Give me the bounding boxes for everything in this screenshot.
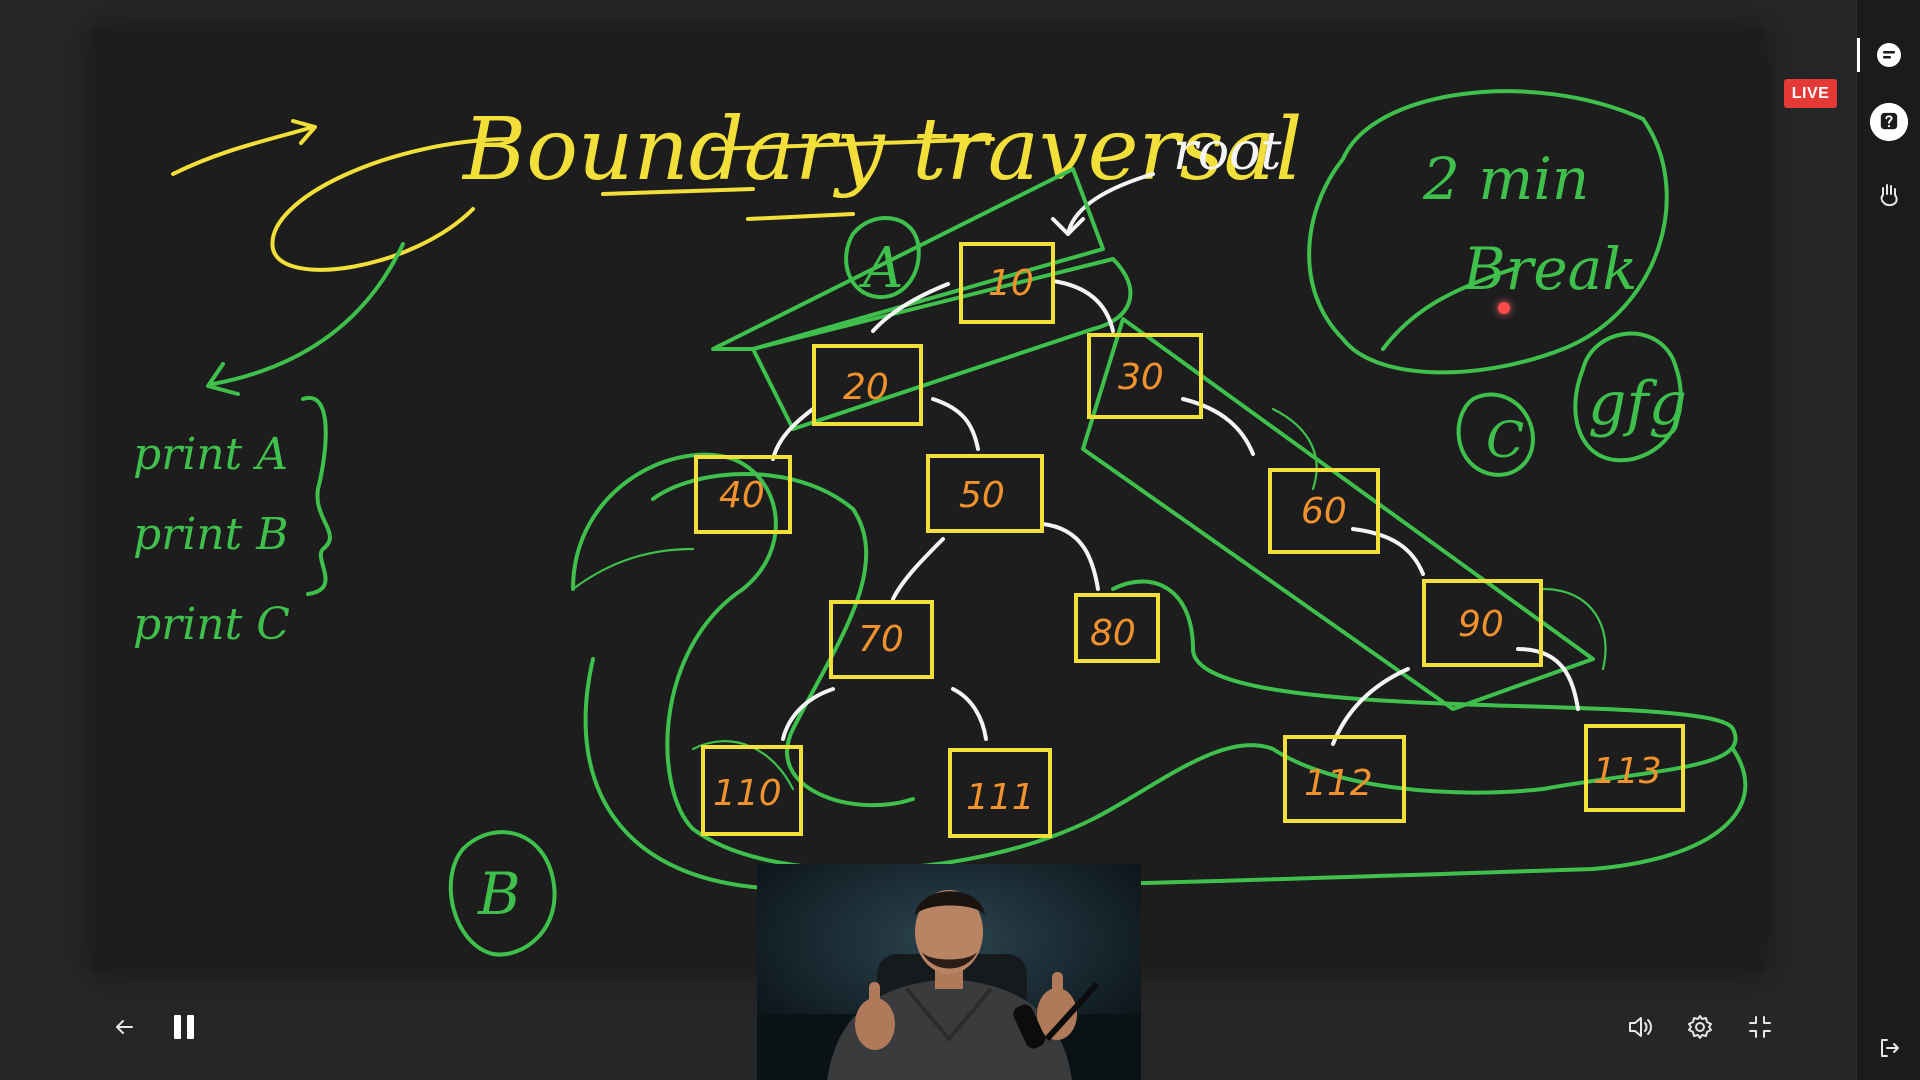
- a-circle: [844, 216, 921, 300]
- tree-node: 60: [1268, 468, 1380, 554]
- svg-text:60: 60: [1301, 491, 1347, 532]
- step-c: print C: [133, 599, 290, 650]
- svg-text:90: 90: [1458, 604, 1504, 645]
- whiteboard: Boundary traversal root 2 min Break gfg …: [93, 29, 1837, 971]
- svg-text:70: 70: [858, 619, 904, 660]
- gear-icon: [1688, 1015, 1712, 1039]
- label-b: B: [477, 860, 521, 928]
- video-stage: Boundary traversal root 2 min Break gfg …: [93, 29, 1837, 1080]
- exit-icon: [1881, 1039, 1899, 1057]
- svg-text:50: 50: [959, 475, 1005, 516]
- active-indicator: [1857, 38, 1860, 72]
- side-rail: [1856, 0, 1920, 1080]
- tree-node: 10: [959, 242, 1055, 324]
- gfg-note: gfg: [1588, 369, 1687, 439]
- gfg-circle: [1573, 331, 1683, 463]
- tree-node: 112: [1283, 735, 1406, 823]
- tree-node: 113: [1584, 724, 1685, 812]
- tree-node: 70: [829, 600, 934, 679]
- live-badge: LIVE: [1784, 79, 1837, 108]
- settings-button[interactable]: [1678, 1005, 1722, 1049]
- minimize-icon: [1749, 1016, 1771, 1038]
- title-text: Boundary traversal: [461, 100, 1303, 200]
- tree-node: 30: [1087, 333, 1203, 419]
- presenter-video: [757, 864, 1141, 1080]
- back-button[interactable]: [102, 1005, 146, 1049]
- steps-brace: [301, 395, 332, 596]
- svg-text:40: 40: [719, 475, 765, 516]
- c-circle: [1456, 392, 1535, 477]
- svg-text:111: 111: [966, 777, 1035, 818]
- label-a: A: [858, 236, 903, 301]
- break-note: 2 min Break: [1307, 89, 1669, 375]
- presenter-webcam: [757, 864, 1141, 1080]
- title-to-steps-arrow: [211, 242, 405, 386]
- whiteboard-drawing: Boundary traversal root 2 min Break gfg …: [133, 89, 1748, 957]
- svg-text:2 min: 2 min: [1422, 145, 1589, 213]
- svg-text:110: 110: [713, 773, 782, 814]
- doubts-button[interactable]: [1869, 102, 1909, 142]
- root-label: root: [1173, 122, 1281, 182]
- tree-nodes: 10 20 30 40 50 60 70 80 90 110 111 112 1…: [694, 242, 1685, 838]
- tree-node: 50: [926, 454, 1044, 533]
- pause-button[interactable]: [162, 1005, 206, 1049]
- tree-node: 110: [701, 745, 803, 836]
- tree-node: 80: [1074, 593, 1160, 663]
- laser-pointer: [1498, 302, 1510, 314]
- pause-icon: [174, 1015, 194, 1039]
- b-circle: [448, 830, 557, 957]
- exit-fullscreen-button[interactable]: [1738, 1005, 1782, 1049]
- tree-node: 40: [694, 455, 792, 534]
- svg-text:80: 80: [1090, 613, 1136, 654]
- title-annotation: [171, 119, 995, 272]
- tree-node: 20: [812, 344, 923, 426]
- root-arrow: [1066, 172, 1155, 236]
- step-b: print B: [133, 509, 289, 560]
- svg-text:10: 10: [988, 263, 1034, 304]
- svg-text:113: 113: [1593, 751, 1662, 792]
- tree-node: 111: [948, 748, 1052, 838]
- step-a: print A: [133, 429, 288, 480]
- svg-text:112: 112: [1304, 763, 1373, 804]
- question-icon: [1869, 102, 1909, 142]
- player-controls-left: [102, 1005, 222, 1049]
- raise-hand-button[interactable]: [1869, 175, 1909, 215]
- svg-text:30: 30: [1118, 357, 1164, 398]
- leave-button[interactable]: [1869, 1028, 1909, 1068]
- label-c: C: [1486, 411, 1524, 469]
- chat-icon: [1877, 43, 1901, 67]
- chat-button[interactable]: [1869, 35, 1909, 75]
- volume-button[interactable]: [1618, 1005, 1662, 1049]
- svg-text:Break: Break: [1462, 235, 1637, 303]
- svg-text:20: 20: [843, 367, 889, 408]
- volume-icon: [1629, 1017, 1652, 1037]
- arrow-left-icon: [116, 1020, 133, 1034]
- player-controls-right: [1618, 1005, 1798, 1049]
- hand-icon: [1880, 184, 1898, 207]
- tree-node: 90: [1422, 579, 1543, 667]
